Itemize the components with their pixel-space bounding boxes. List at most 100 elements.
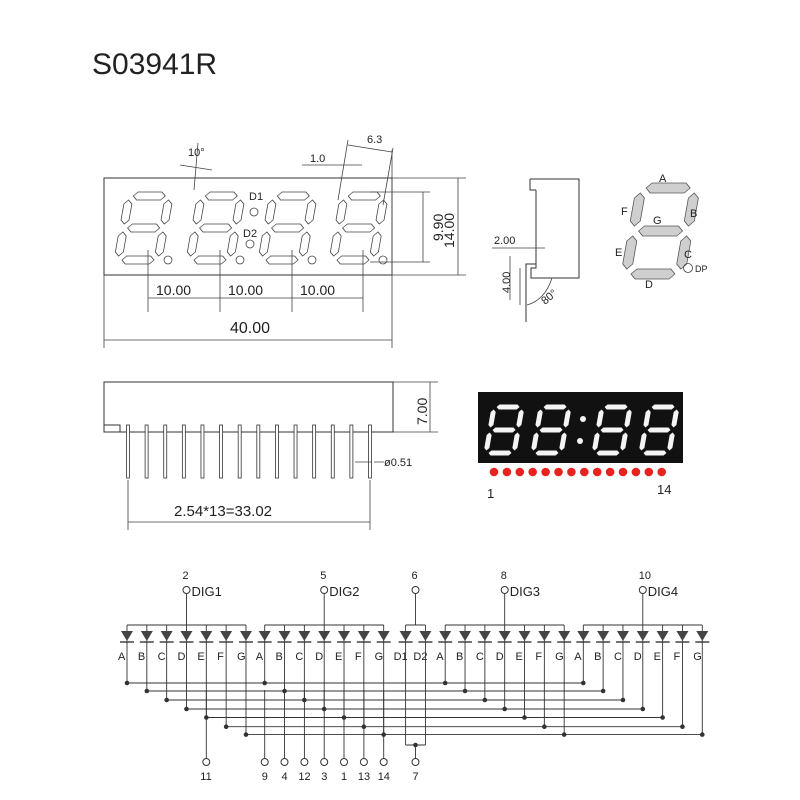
led-diode [298, 631, 311, 641]
offset-label: 2.00 [494, 235, 515, 247]
led-diode [577, 631, 590, 641]
decimal-point [683, 263, 693, 273]
segment-g [492, 427, 516, 433]
segment-label-d: D [645, 279, 653, 291]
segment-e [258, 231, 271, 257]
segment-a [204, 191, 238, 201]
pin [275, 424, 279, 479]
segment-label-a: A [659, 173, 667, 185]
photo-pin [592, 467, 602, 477]
segment-pin-9 [260, 758, 269, 766]
segment-e [592, 432, 600, 451]
segment-label: F [355, 651, 362, 663]
led-diode [696, 631, 709, 641]
segment-f [629, 192, 645, 227]
segment-b [516, 409, 524, 428]
pitch-label-1: 10.00 [156, 282, 191, 298]
pin-length-label: 4.00 [501, 272, 513, 293]
segment-label: A [256, 651, 264, 663]
common-pin-10 [638, 586, 647, 594]
segment-f [120, 199, 133, 225]
led-diode [676, 631, 689, 641]
segment-g [637, 225, 684, 237]
segment-d [535, 450, 559, 456]
segment-label: C [476, 651, 484, 663]
pin-1-label: 1 [487, 486, 494, 501]
side-body-outline [525, 178, 580, 322]
segment-b [375, 199, 388, 225]
segment-c [667, 432, 675, 451]
segment-width-label: 1.0 [310, 153, 325, 165]
segment-f [192, 199, 205, 225]
segment-label: G [375, 651, 384, 663]
segment-label: F [217, 651, 224, 663]
segment-label: D1 [394, 651, 408, 663]
segment-label: D [496, 651, 504, 663]
segment-label-e: E [615, 247, 622, 259]
pin [181, 424, 186, 479]
segment-label: B [276, 651, 283, 663]
common-bus [445, 594, 565, 626]
bottom-body-step [103, 382, 121, 432]
segment-pin-number: 11 [200, 771, 211, 783]
segment-label: E [335, 651, 342, 663]
segment-a [645, 182, 691, 194]
segment-label: F [673, 651, 680, 663]
segment-b [624, 409, 632, 428]
pin [349, 424, 354, 479]
segment-g [600, 427, 624, 433]
segment-d [193, 255, 227, 265]
segment-e [329, 231, 342, 257]
segment-pin-number: 1 [341, 771, 347, 783]
segment-label: G [555, 651, 564, 663]
segment-f [264, 199, 277, 225]
segment-g [539, 427, 563, 433]
segment-pin-number: 12 [298, 771, 310, 783]
photo-pin [541, 467, 550, 477]
segment-c [226, 231, 239, 257]
led-diode [121, 631, 133, 641]
photo-pin [515, 467, 525, 477]
segment-label: A [118, 651, 126, 663]
segment-b [683, 192, 699, 227]
pin [126, 424, 130, 479]
photo-pin [618, 467, 628, 477]
front-digit-2 [186, 191, 245, 265]
segment-label: E [516, 651, 523, 663]
bottom-view: 7.00 ø0.51 2.54*13=33.02 [103, 381, 438, 530]
segment-label: C [158, 651, 166, 663]
segment-a [347, 191, 381, 201]
segment-d [336, 255, 370, 265]
colon-label-d1: D1 [249, 191, 263, 203]
segment-c [154, 231, 167, 257]
segment-label-g: G [653, 215, 662, 227]
angle-dimension-lines [179, 142, 213, 191]
segment-label: B [138, 651, 145, 663]
segment-b [563, 409, 571, 428]
pin-14-label: 14 [657, 482, 671, 497]
segment-e [622, 235, 638, 270]
common-pin-8 [500, 586, 509, 594]
segment-label: C [614, 651, 622, 663]
led-diode [220, 631, 233, 641]
digit-label: DIG4 [648, 584, 678, 599]
segment-c [512, 432, 520, 451]
segment-g [647, 427, 671, 433]
common-pin-number: 2 [182, 570, 188, 582]
pitch-dimension-lines [147, 250, 364, 312]
segment-g [271, 223, 305, 233]
led-diode [419, 631, 432, 641]
segment-pin-7 [411, 758, 420, 766]
angle-label: 10° [188, 147, 205, 159]
part-number-title: S03941R [92, 48, 217, 81]
segment-label: D [315, 651, 323, 663]
pin [293, 424, 298, 479]
led-diode [278, 631, 291, 641]
segment-pin-3 [320, 758, 329, 766]
segment-label-dp: DP [695, 264, 708, 274]
led-diode [399, 631, 412, 641]
photo-pin [489, 467, 499, 477]
segment-b [304, 199, 317, 225]
segment-label: B [456, 651, 463, 663]
